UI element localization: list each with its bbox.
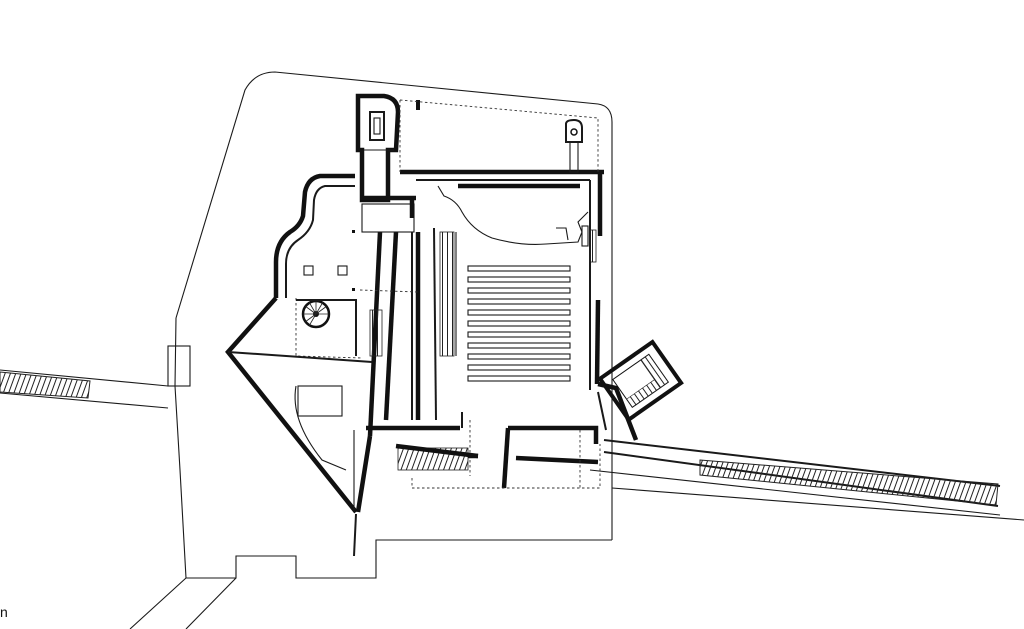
nave-side-stairs [439, 229, 597, 357]
corner-label: n [0, 604, 8, 620]
south-stair [395, 443, 479, 471]
left-approach-path [0, 345, 191, 409]
pews [467, 265, 571, 382]
ne-font-element [565, 118, 583, 173]
site-boundary [129, 71, 1024, 629]
east-stair-tower [597, 339, 684, 423]
columns [303, 230, 355, 291]
east-connector-line [597, 391, 607, 431]
chancel-area [437, 185, 589, 247]
right-ramp [589, 439, 1001, 516]
north-stair-tower [355, 93, 420, 203]
triangular-wing [225, 296, 373, 557]
spiral-stair [296, 299, 357, 356]
east-connector-wall [597, 381, 639, 441]
central-stair [360, 195, 416, 357]
